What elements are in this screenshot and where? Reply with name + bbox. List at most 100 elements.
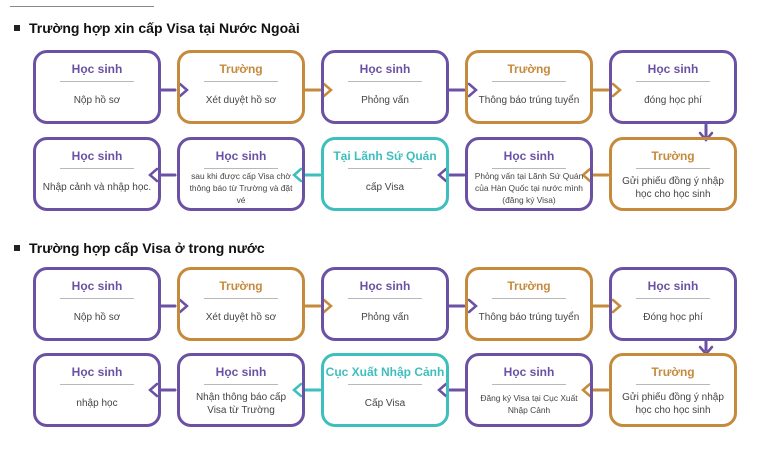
section-2-heading: Trường hợp cấp Visa ở trong nước [14,240,265,256]
step-role: Học sinh [503,365,555,379]
step-divider [204,81,278,82]
step-role: Học sinh [359,62,411,76]
step-role: Học sinh [71,62,123,76]
step-divider [636,81,710,82]
step-box: Học sinh sau khi được cấp Visa chờ thông … [177,137,305,211]
step-divider [636,384,710,385]
step-role: Học sinh [359,279,411,293]
arrow-right-icon [178,298,189,314]
step-text: Phỏng vấn [361,95,409,107]
step-divider [636,298,710,299]
step-divider [348,168,422,169]
step-box: Học sinh nhập học [33,353,161,427]
step-text: Thông báo trúng tuyển [478,312,580,324]
bullet-icon [14,245,20,251]
arrow-left-icon [437,167,448,183]
step-divider [492,81,566,82]
step-role: Học sinh [503,149,555,163]
step-role: Học sinh [71,365,123,379]
step-text: Xét duyệt hồ sơ [205,312,277,324]
arrow-down-icon [698,131,714,142]
section-2-title: Trường hợp cấp Visa ở trong nước [29,240,265,256]
step-text: Đóng học phí [643,312,703,324]
step-role: Trường [651,149,695,163]
step-text: Nộp hồ sơ [73,312,121,324]
step-role: Trường [507,279,551,293]
step-role: Học sinh [647,62,699,76]
step-divider [204,384,278,385]
step-divider [204,298,278,299]
step-text: Gửi phiếu đồng ý nhập học cho học sinh [622,175,724,201]
arrow-right-icon [467,298,478,314]
step-divider [60,384,134,385]
step-text: Gửi phiếu đồng ý nhập học cho học sinh [622,391,724,417]
step-role: Học sinh [215,365,267,379]
arrow-left-icon [581,382,592,398]
step-divider [636,168,710,169]
step-text: Phỏng vấn [361,312,409,324]
top-divider [10,6,154,7]
step-divider [204,168,278,169]
step-divider [60,298,134,299]
step-role: Học sinh [215,149,267,163]
step-role: Học sinh [71,279,123,293]
section-1-heading: Trường hợp xin cấp Visa tại Nước Ngoài [14,20,300,36]
arrow-left-icon [148,382,159,398]
step-text: đóng học phí [644,95,702,107]
arrow-right-icon [322,82,333,98]
step-role: Học sinh [71,149,123,163]
step-role: Tại Lãnh Sứ Quán [333,149,437,163]
step-divider [492,168,566,169]
arrow-left-icon [581,167,592,183]
arrow-right-icon [611,82,622,98]
arrow-right-icon [611,298,622,314]
step-divider [492,384,566,385]
step-box: Học sinh đóng học phí [609,50,737,124]
bullet-icon [14,25,20,31]
step-role: Trường [507,62,551,76]
step-role: Trường [651,365,695,379]
step-text: Phỏng vấn tại Lãnh Sứ Quán của Hàn Quốc … [474,170,584,206]
step-divider [348,384,422,385]
step-text: Xét duyệt hồ sơ [205,95,277,107]
step-role: Trường [219,279,263,293]
step-divider [348,81,422,82]
step-text: Cấp Visa [364,398,406,410]
arrow-left-icon [437,382,448,398]
step-text: Nhập cảnh và nhập học. [42,182,152,194]
step-text: Đăng ký Visa tại Cục Xuất Nhập Cảnh [480,392,578,415]
section-1-title: Trường hợp xin cấp Visa tại Nước Ngoài [29,20,300,36]
step-text: sau khi được cấp Visa chờ thông báo từ T… [189,170,293,206]
arrow-left-icon [292,382,303,398]
step-divider [492,298,566,299]
arrow-left-icon [148,167,159,183]
step-text: nhập học [76,398,118,410]
step-role: Trường [219,62,263,76]
step-divider [348,298,422,299]
step-divider [60,168,134,169]
arrow-left-icon [292,167,303,183]
step-role: Cục Xuất Nhập Cảnh [325,365,445,379]
step-text: Nộp hồ sơ [73,95,121,107]
step-divider [60,81,134,82]
arrow-right-icon [467,82,478,98]
arrow-right-icon [178,82,189,98]
arrow-right-icon [322,298,333,314]
